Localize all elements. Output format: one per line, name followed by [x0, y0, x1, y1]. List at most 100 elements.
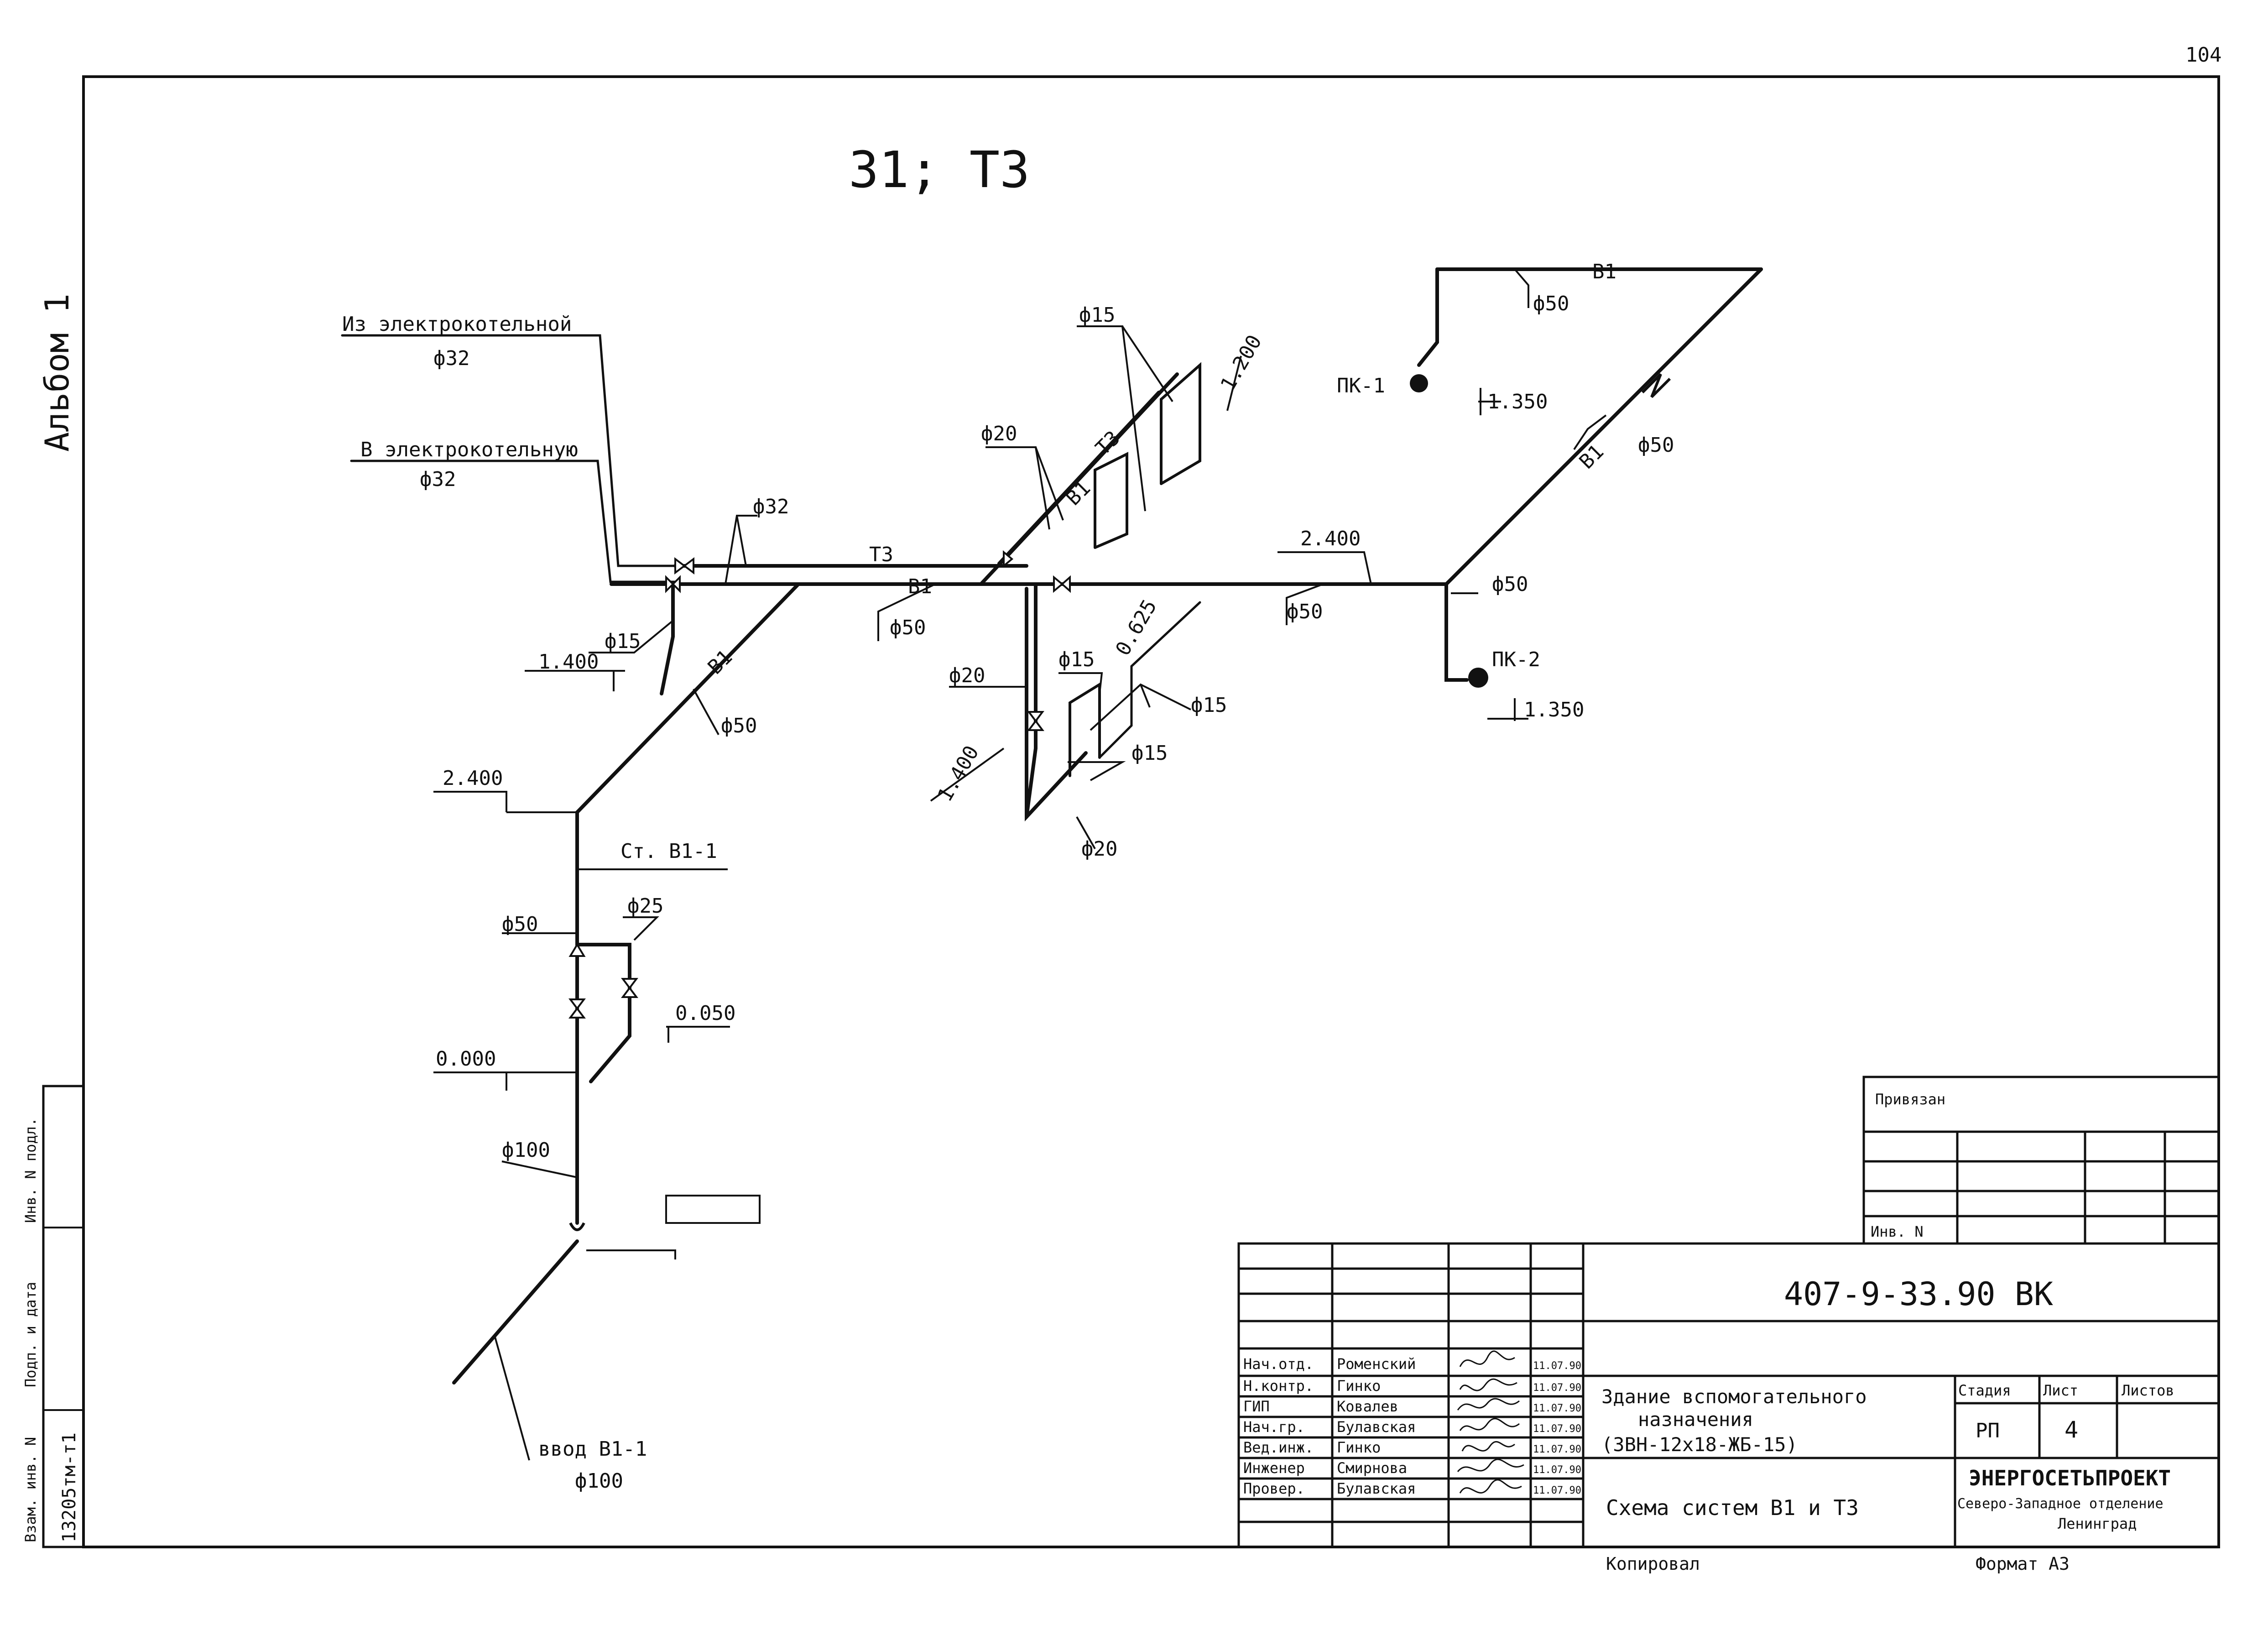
attached-title: Привязан [1875, 1091, 1945, 1108]
row-role: Н.контр. [1243, 1377, 1314, 1395]
valve-icon [665, 575, 674, 593]
label-dia-20-bottom: ф20 [1081, 837, 1117, 861]
attached-inv: Инв. N [1871, 1223, 1924, 1240]
label-b1-diag-right: В1 [1575, 440, 1609, 474]
label-input: ввод В1-1 [538, 1437, 647, 1461]
label-b1-top: В1 [1592, 260, 1616, 283]
label-to-boiler: В электрокотельную [360, 438, 578, 461]
label-elev-0000: 0.000 [436, 1047, 496, 1071]
page-number: 104 [2185, 43, 2221, 67]
pipe-break-symbol [1641, 373, 1671, 398]
row-role: Инженер [1243, 1459, 1305, 1477]
label-dia-50-riser: ф50 [502, 913, 538, 936]
hydrant-pk2-icon [1468, 668, 1488, 688]
label-elev-2400-left: 2.400 [443, 767, 503, 790]
stage-value: РП [1976, 1419, 2000, 1442]
building-line3: (3ВН-12х18-ЖБ-15) [1601, 1433, 1798, 1456]
left-strip: Инв. N подл. Подп. и дата Взам. инв. N 1… [22, 1085, 85, 1548]
label-pk1: ПК-1 [1337, 374, 1385, 397]
label-dia-15-bottom: ф15 [1131, 742, 1168, 765]
row-date: 11.07.90 [1533, 1464, 1581, 1476]
label-dia-32: ф32 [753, 495, 789, 518]
label-pk2: ПК-2 [1492, 648, 1540, 671]
leader-lines [433, 268, 1607, 1461]
org-line3: Ленинград [2058, 1515, 2137, 1532]
label-elev-1350-top: 1.350 [1487, 390, 1548, 413]
org-line1: ЭНЕРГОСЕТЬПРОЕКТ [1969, 1466, 2171, 1490]
sheet-header: Лист [2043, 1382, 2078, 1399]
valve-icon [1053, 575, 1064, 593]
building-line1: Здание вспомогательного [1601, 1385, 1867, 1408]
doc-code: 407-9-33.90 ВК [1784, 1275, 2053, 1313]
label-dia-50-diag: ф50 [721, 714, 757, 737]
hydrant-pk1-icon [1410, 374, 1428, 392]
label-from-boiler: Из электрокотельной [342, 313, 572, 336]
row-date: 11.07.90 [1533, 1382, 1581, 1394]
building-line2: назначения [1638, 1408, 1753, 1431]
valve-icon [621, 986, 638, 998]
label-from-boiler-dia: ф32 [433, 347, 469, 370]
label-dia-25: ф25 [627, 894, 663, 918]
label-dia-15-right: ф15 [1191, 694, 1227, 717]
row-role: Провер. [1243, 1480, 1305, 1497]
label-dia-20-mid: ф20 [949, 664, 985, 687]
label-dia-50-right: ф50 [1287, 600, 1323, 623]
label-dia-15-top: ф15 [1079, 303, 1115, 327]
valve-icon [674, 557, 686, 575]
label-dia-50-diag-right: ф50 [1638, 434, 1674, 457]
row-name: Ковалев [1337, 1398, 1398, 1415]
label-dia-50-main: ф50 [890, 616, 926, 639]
valve-icon [1027, 711, 1044, 723]
valve-icon [1003, 550, 1014, 568]
row-date: 11.07.90 [1533, 1444, 1581, 1455]
empty-label-box [665, 1195, 761, 1224]
label-input-dia: ф100 [575, 1469, 623, 1493]
sheet-title: Схема систем В1 и Т3 [1606, 1495, 1859, 1520]
label-elev-1350-bottom: 1.350 [1524, 698, 1584, 721]
label-b1: В1 [908, 575, 932, 598]
valve-icon [672, 575, 681, 593]
row-name: Гинко [1337, 1439, 1381, 1456]
valve-icon [1027, 719, 1044, 731]
format-label: Формат А3 [1976, 1554, 2070, 1574]
org-line2: Северо-Западное отделение [1957, 1496, 2164, 1512]
row-name: Булавская [1337, 1480, 1416, 1497]
label-elev-0050: 0.050 [675, 1002, 735, 1025]
stage-header: Стадия [1958, 1382, 2011, 1399]
left-strip-number: 13205тм-т1 [59, 1432, 80, 1542]
row-date: 11.07.90 [1533, 1360, 1581, 1372]
signature-rows: Нач.отд. Роменский 11.07.90 Н.контр. Гин… [1243, 1355, 1581, 1497]
label-elev-2400-right: 2.400 [1300, 527, 1361, 550]
label-dia-15-left: ф15 [605, 630, 641, 653]
row-date: 11.07.90 [1533, 1423, 1581, 1435]
label-dia-100: ф100 [502, 1139, 550, 1162]
row-role: Нач.отд. [1243, 1355, 1314, 1373]
row-name: Смирнова [1337, 1459, 1407, 1477]
label-elev-1400-mid: 1.400 [933, 742, 983, 805]
copied-label: Копировал [1606, 1554, 1700, 1574]
drawing-frame [82, 75, 2220, 1548]
row-name: Роменский [1337, 1355, 1416, 1373]
label-elev-1400-left: 1.400 [538, 650, 599, 674]
label-elev-1200: 1.200 [1216, 331, 1266, 395]
album-label: Альбом 1 [38, 293, 76, 452]
label-dia-20-top: ф20 [981, 422, 1017, 445]
left-strip-label-3: Взам. инв. N [22, 1437, 39, 1542]
label-b1-riser: В1 [1062, 476, 1095, 510]
title-block-grid [1237, 1242, 2220, 1548]
valve-icon [1060, 575, 1071, 593]
sheets-header: Листов [2122, 1382, 2174, 1399]
signatures [1457, 1350, 1524, 1494]
label-dia-50-pk2: ф50 [1492, 573, 1528, 596]
label-dia-15-mid: ф15 [1058, 648, 1095, 671]
meter-icon [569, 1222, 585, 1231]
valve-icon [568, 1007, 586, 1019]
row-date: 11.07.90 [1533, 1403, 1581, 1414]
check-valve-icon [568, 943, 586, 957]
valve-icon [683, 557, 694, 575]
pipe-network [341, 267, 1763, 1385]
row-role: ГИП [1243, 1398, 1270, 1415]
sheet-value: 4 [2065, 1416, 2078, 1443]
